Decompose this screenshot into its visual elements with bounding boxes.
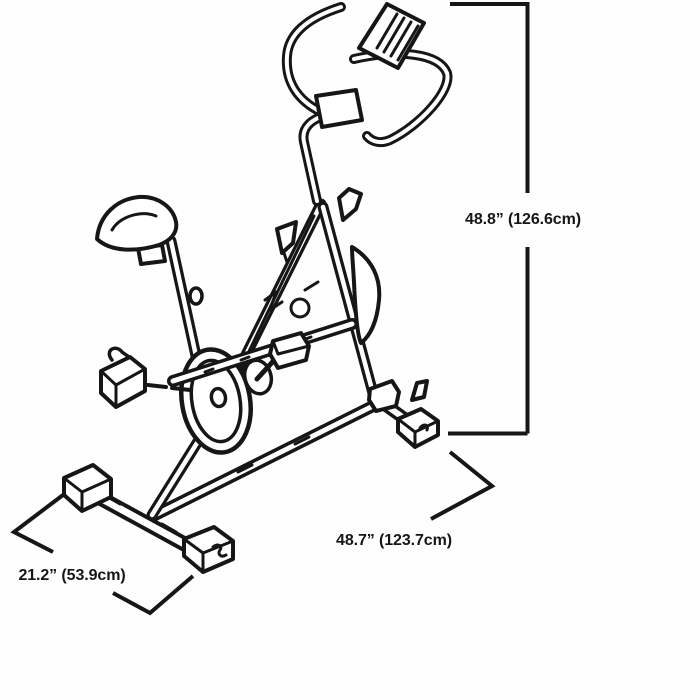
shifter-lever [337,187,363,222]
left-pedal [99,346,192,409]
seat-adjust-knob [188,286,204,306]
height-dimension-line [448,2,530,436]
width-dimension-chevron [10,493,65,554]
length-dimension-chevron [430,450,496,521]
front-stabilizer [367,379,440,449]
width-dimension-label: 21.2” (53.9cm) [18,567,126,585]
brake-pad-arm [350,245,382,345]
rear-stabilizer [62,463,235,574]
chain-guard [167,318,358,387]
resistance-knob [275,220,298,264]
floor-corner-chevron [112,574,195,616]
height-dimension-label: 48.8” (126.6cm) [465,211,581,229]
media-tray [357,2,426,70]
right-pedal [254,331,311,382]
frame-tubes [146,198,387,522]
length-dimension-label: 48.7” (123.7cm) [336,532,452,550]
saddle [95,194,179,266]
handlebar [281,2,453,206]
